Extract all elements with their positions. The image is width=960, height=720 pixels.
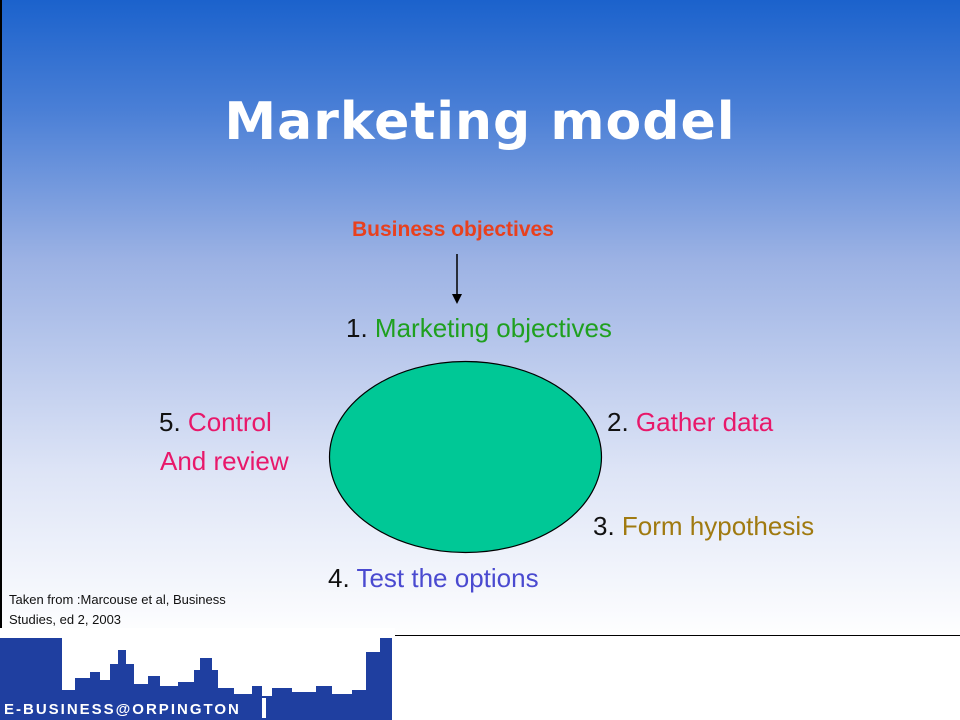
step-4-label: 4. Test the options bbox=[328, 561, 539, 595]
footer-divider bbox=[395, 635, 960, 636]
step-2-label: 2. Gather data bbox=[607, 405, 773, 439]
step-5-text-line2: And review bbox=[160, 446, 289, 476]
step-4-number: 4. bbox=[328, 563, 350, 593]
slide-left-border bbox=[0, 0, 2, 720]
source-citation: Taken from :Marcouse et al, Business Stu… bbox=[9, 590, 299, 630]
step-2-number: 2. bbox=[607, 407, 629, 437]
source-line-1: Taken from :Marcouse et al, Business bbox=[9, 592, 226, 607]
step-5-number: 5. bbox=[159, 407, 181, 437]
step-4-text: Test the options bbox=[356, 563, 539, 593]
step-1-label: 1. Marketing objectives bbox=[346, 311, 612, 345]
logo-text: E-BUSINESS@ORPINGTON bbox=[4, 701, 241, 718]
step-5-text: Control bbox=[187, 407, 272, 437]
step-3-label: 3. Form hypothesis bbox=[593, 509, 814, 543]
cycle-ellipse bbox=[328, 360, 603, 554]
step-5-label: 5. Control bbox=[159, 405, 272, 439]
step-1-number: 1. bbox=[346, 313, 368, 343]
business-objectives-label: Business objectives bbox=[352, 218, 554, 241]
slide-title: Marketing model bbox=[224, 92, 736, 152]
step-2-text: Gather data bbox=[635, 407, 774, 437]
down-arrow-icon bbox=[452, 254, 462, 304]
e-business-orpington-logo: E-BUSINESS@ORPINGTON bbox=[0, 628, 395, 720]
source-line-2: Studies, ed 2, 2003 bbox=[9, 612, 122, 627]
step-1-text: Marketing objectives bbox=[374, 313, 612, 343]
step-3-number: 3. bbox=[593, 511, 615, 541]
step-3-text: Form hypothesis bbox=[621, 511, 815, 541]
